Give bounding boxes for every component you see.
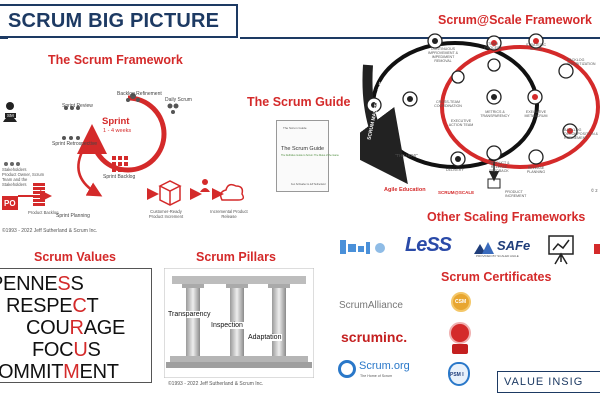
sprint-retrospective-label: Sprint Retrospective	[52, 141, 98, 147]
csm-badge	[451, 292, 471, 312]
cert-badge-red-2	[452, 344, 468, 354]
stakeholders-label: Stakeholders	[2, 167, 27, 172]
pillars-copyright: ©1993 - 2022 Jeff Sutherland & Scrum Inc…	[168, 381, 264, 387]
doc-title: The Scrum Guide	[281, 146, 325, 152]
sm-tag: SM	[5, 113, 16, 118]
title-box: SCRUM BIG PICTURE	[0, 4, 238, 38]
left-divider	[0, 37, 8, 39]
psm-badge	[448, 362, 470, 386]
scale-nodes	[366, 33, 578, 167]
sprint-review-label: Sprint Review	[62, 103, 93, 109]
node-metrics: METRICS & TRANSPARENCY	[480, 110, 510, 118]
sprint-backlog-label: Sprint Backlog	[103, 174, 136, 180]
values-title: Scrum Values	[34, 250, 116, 264]
role-note: Product Owner, Scrum Team and the Stakeh…	[2, 172, 45, 187]
pillar-inspection: Inspection	[210, 322, 244, 329]
value-insight-logo: VALUE INSIG	[504, 376, 584, 388]
product-backlog-stack	[33, 183, 45, 206]
scale-title: Scrum@Scale Framework	[438, 13, 592, 27]
node-cross-team: CROSS-TEAM COORDINATION	[434, 100, 462, 108]
header-divider	[240, 37, 600, 39]
increment-icon	[158, 180, 182, 206]
value-insight-box	[497, 371, 600, 393]
framework-copyright: ©1993 - 2022 Jeff Sutherland & Scrum Inc…	[2, 228, 98, 234]
product-backlog-label: Product Backlog	[28, 210, 59, 215]
scrum-inc-logo: scruminc.	[341, 329, 408, 345]
psm-badge-text: PSM I	[450, 372, 464, 378]
node-strategic-vision: STRATEGIC VISION	[525, 43, 547, 51]
safe-logo: SAFe	[497, 238, 531, 253]
scrum-org-logo: Scrum.org	[359, 360, 410, 372]
node-backlog-prioritization: BACKLOG PRIORITIZATION	[567, 58, 596, 66]
sprint-backlog-grid	[112, 156, 128, 172]
po-tag: PO	[4, 199, 16, 208]
node-executive-action-team: EXECUTIVE ACTION TEAM	[448, 119, 474, 127]
agile-education-logo: Agile Education	[384, 187, 426, 193]
scrum-org-tagline: The Home of Scrum	[360, 374, 393, 378]
scrum-org-icon	[338, 360, 356, 378]
value-commitment: OMMITMENT	[0, 361, 119, 383]
csm-badge-text: CSM	[455, 299, 467, 305]
nexus-icon	[340, 240, 385, 254]
pillar-roof	[172, 276, 306, 284]
release-cloud-icon	[219, 183, 245, 201]
pillar-adaptation: Adaptation	[247, 334, 283, 341]
pillars-title: Scrum Pillars	[196, 250, 276, 264]
sprint-label: Sprint	[102, 116, 130, 127]
pillar-transparency: Transparency	[167, 311, 212, 318]
doc-subtitle: The Definitive Guide to Scrum: The Rules…	[281, 154, 339, 157]
node-release-planning: RELEASE PLANNING	[526, 166, 546, 174]
node-continuous-improvement: CONTINUOUS IMPROVEMENT & IMPEDIMENT REMO…	[427, 47, 459, 63]
node-team-process: TEAM PROCESS	[484, 42, 502, 50]
node-product-release-feedback: PRODUCT & RELEASE FEEDBACK	[488, 161, 510, 173]
value-focus: FOCUS	[32, 339, 101, 361]
backlog-refinement-label: Backlog Refinement	[117, 91, 162, 97]
increment-label: Customer-Ready Product Increment	[148, 209, 184, 219]
less-logo: LeSS	[405, 234, 452, 256]
page-title: SCRUM BIG PICTURE	[8, 9, 220, 32]
daily-scrum-label: Daily Scrum	[165, 97, 192, 103]
values-box: PENNESS RESPECT COURAGE FOCUS OMMITMENT	[0, 268, 152, 383]
scrum-inc-badge	[449, 322, 471, 344]
value-respect: RESPECT	[6, 295, 99, 317]
certs-title: Scrum Certificates	[441, 270, 552, 284]
node-backlog-decomposition: BACKLOG DECOMPOSITION & REFINEMENT	[564, 128, 598, 140]
scrum-framework-diagram	[2, 93, 245, 210]
sprint-loop	[77, 95, 167, 173]
scrum-alliance-logo: ScrumAlliance	[339, 300, 403, 311]
sprint-duration: 1 - 4 weeks	[103, 128, 132, 134]
po-cycle-loop	[440, 45, 600, 169]
the-how-label: "THE HOW"	[395, 153, 418, 158]
safe-tagline: PROVIDED BY SCALED AGILE	[476, 254, 519, 258]
scale-side-note: © 2	[591, 188, 598, 193]
doc-footer: Ken Schwaber & Jeff Sutherland	[291, 183, 326, 186]
pillar-columns	[186, 286, 286, 356]
easel-icon	[548, 235, 574, 265]
safe-icon	[474, 242, 494, 254]
scaling-logos	[340, 235, 600, 265]
scrum-at-scale-diagram	[360, 33, 600, 189]
value-openness: PENNESS	[0, 273, 84, 295]
guide-title: The Scrum Guide	[247, 95, 351, 109]
node-delivery: DELIVERY	[446, 168, 464, 172]
value-courage: COURAGE	[26, 317, 126, 339]
release-label: Incremental Product Release	[210, 209, 248, 219]
po-badge	[2, 196, 18, 210]
sprint-planning-label: Sprint Planning	[56, 213, 90, 219]
team-icons	[62, 93, 179, 140]
sm-icon	[3, 102, 17, 122]
node-executive-metascrum: EXECUTIVE METASCRUM	[524, 110, 548, 118]
scrum-guide-document: The Scrum Guide The Scrum Guide The Defi…	[276, 120, 339, 192]
framework-title: The Scrum Framework	[48, 53, 183, 67]
scaling-title: Other Scaling Frameworks	[427, 210, 586, 224]
scrum-at-scale-logo: SCRUM@SCALE	[438, 190, 475, 195]
node-product-increment: PRODUCT INCREMENT	[505, 190, 527, 198]
doc-header: The Scrum Guide	[283, 126, 307, 130]
